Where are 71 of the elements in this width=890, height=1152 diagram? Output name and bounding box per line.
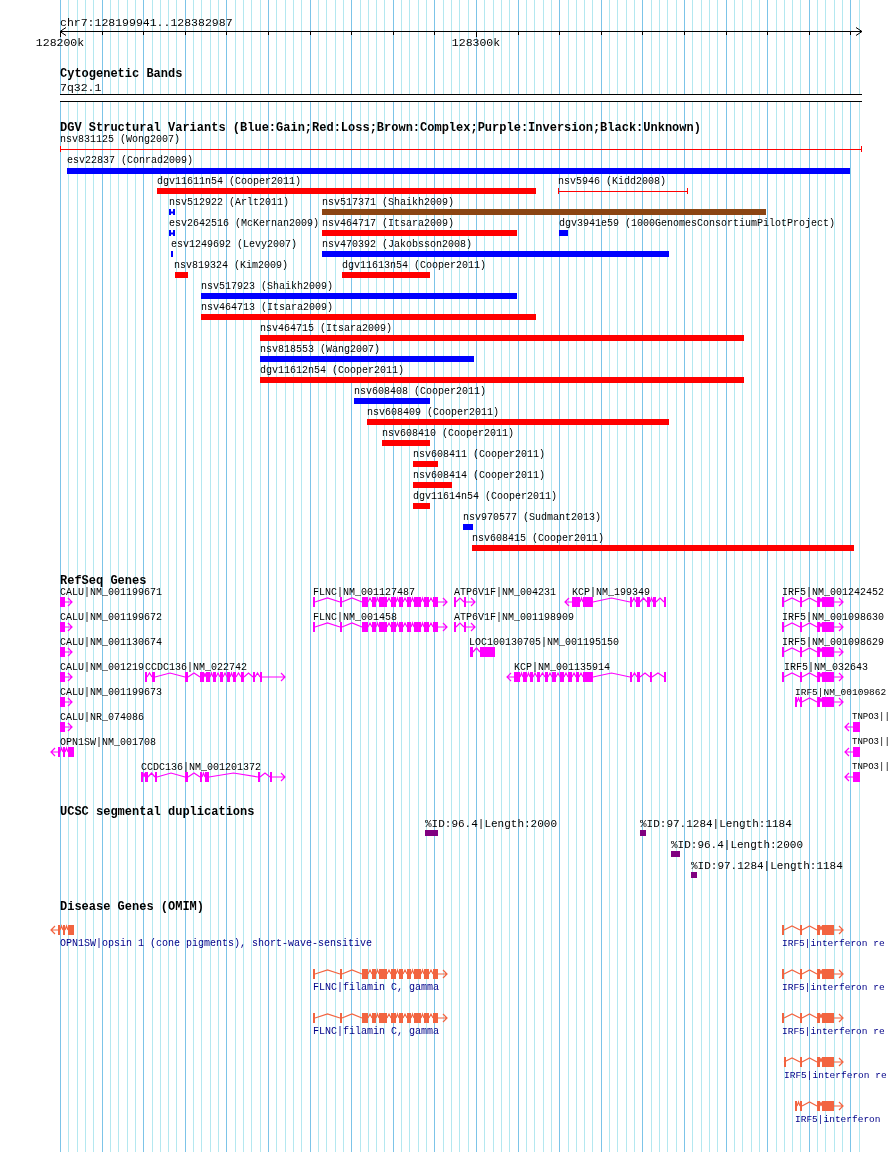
variant-label: dgv11612n54 (Cooper2011) bbox=[260, 366, 405, 376]
variant-label: dgv3941e59 (1000GenomesConsortiumPilotProject) bbox=[559, 219, 836, 229]
gene-label: ATP6V1F|NM_004231 bbox=[454, 588, 557, 598]
band-label: 7q32.1 bbox=[60, 82, 102, 94]
gene-label: KCP|NM_001135914 bbox=[514, 663, 610, 673]
variant-label: esv22837 (Conrad2009) bbox=[67, 156, 194, 166]
disease-gene-label: IRF5|interferon re bbox=[782, 983, 885, 993]
variant-label: nsv608408 (Cooper2011) bbox=[354, 387, 487, 397]
gene-label: LOC100130705|NM_001195150 bbox=[469, 638, 620, 648]
variant-label: nsv608415 (Cooper2011) bbox=[472, 534, 605, 544]
duplication-label: %ID:97.1284|Length:1184 bbox=[691, 861, 843, 872]
axis-label: 128300k bbox=[451, 37, 501, 49]
variant-label: nsv608411 (Cooper2011) bbox=[413, 450, 546, 460]
axis-label: 128200k bbox=[35, 37, 85, 49]
gene-label: TNPO3|| bbox=[852, 713, 890, 722]
gene-label: KCP|NM_199349 bbox=[572, 588, 650, 598]
variant-label: nsv970577 (Sudmant2013) bbox=[463, 513, 602, 523]
disease-gene-label: IRF5|interferon re bbox=[782, 939, 885, 949]
variant-label: nsv517923 (Shaikh2009) bbox=[201, 282, 334, 292]
gene-label: ATP6V1F|NM_001198909 bbox=[454, 613, 575, 623]
track-title: RefSeq Genes bbox=[60, 575, 147, 587]
variant-label: nsv5946 (Kidd2008) bbox=[558, 177, 667, 187]
position-label: chr7:128199941..128382987 bbox=[60, 17, 233, 29]
disease-gene-label: IRF5|interferon re bbox=[784, 1071, 887, 1081]
gene-label: CALU|NM_001199672 bbox=[60, 613, 163, 623]
variant-label: nsv517371 (Shaikh2009) bbox=[322, 198, 455, 208]
gene-label: IRF5|NM_001098630 bbox=[782, 613, 885, 623]
gene-label: CALU|NM_001130674 bbox=[60, 638, 163, 648]
gene-label: CALU|NM_001199671 bbox=[60, 588, 163, 598]
duplication-label: %ID:97.1284|Length:1184 bbox=[640, 819, 792, 830]
variant-label: nsv464717 (Itsara2009) bbox=[322, 219, 455, 229]
track-title: DGV Structural Variants (Blue:Gain;Red:Loss;Brown:Complex;Purple:Inversion;Black:Unknown) bbox=[60, 122, 701, 134]
track-title: Disease Genes (OMIM) bbox=[60, 901, 205, 913]
gene-label: CALU|NM_001219 bbox=[60, 663, 144, 673]
variant-label: nsv818553 (Wang2007) bbox=[260, 345, 381, 355]
gene-label: IRF5|NM_00109862 bbox=[795, 688, 887, 698]
variant-label: nsv608409 (Cooper2011) bbox=[367, 408, 500, 418]
gene-label: TNPO3|| bbox=[852, 738, 890, 747]
gene-label: CALU|NR_074086 bbox=[60, 713, 144, 723]
variant-label: nsv608410 (Cooper2011) bbox=[382, 429, 515, 439]
gene-label: IRF5|NM_001242452 bbox=[782, 588, 885, 598]
variant-label: nsv464715 (Itsara2009) bbox=[260, 324, 393, 334]
gene-label: CCDC136|NM_022742 bbox=[145, 663, 248, 673]
variant-label: dgv11614n54 (Cooper2011) bbox=[413, 492, 558, 502]
gene-label: TNPO3|| bbox=[852, 763, 890, 772]
duplication-label: %ID:96.4|Length:2000 bbox=[671, 840, 804, 851]
disease-gene-label: FLNC|filamin C, gamma bbox=[313, 983, 440, 993]
gene-label: OPN1SW|NM_001708 bbox=[60, 738, 156, 748]
gene-label: IRF5|NM_032643 bbox=[784, 663, 868, 673]
variant-label: nsv470392 (Jakobsson2008) bbox=[322, 240, 473, 250]
disease-gene-label: IRF5|interferon re bbox=[782, 1027, 885, 1037]
variant-label: dgv11613n54 (Cooper2011) bbox=[342, 261, 487, 271]
variant-label: esv2642516 (McKernan2009) bbox=[169, 219, 320, 229]
duplication-label: %ID:96.4|Length:2000 bbox=[425, 819, 558, 830]
variant-label: nsv831125 (Wong2007) bbox=[60, 135, 181, 145]
gene-label: FLNC|NM_001458 bbox=[313, 613, 397, 623]
gene-label: FLNC|NM_001127487 bbox=[313, 588, 416, 598]
variant-label: nsv512922 (Arlt2011) bbox=[169, 198, 290, 208]
gene-label: CALU|NM_001199673 bbox=[60, 688, 163, 698]
disease-gene-label: FLNC|filamin C, gamma bbox=[313, 1027, 440, 1037]
variant-label: nsv464713 (Itsara2009) bbox=[201, 303, 334, 313]
variant-label: dgv11611n54 (Cooper2011) bbox=[157, 177, 302, 187]
variant-label: nsv819324 (Kim2009) bbox=[174, 261, 289, 271]
variant-label: esv1249692 (Levy2007) bbox=[171, 240, 298, 250]
variant-label: nsv608414 (Cooper2011) bbox=[413, 471, 546, 481]
gene-label: IRF5|NM_001098629 bbox=[782, 638, 885, 648]
disease-gene-label: OPN1SW|opsin 1 (cone pigments), short-wave-sensitive bbox=[60, 939, 373, 949]
disease-gene-label: IRF5|interferon bbox=[795, 1115, 881, 1125]
gene-label: CCDC136|NM_001201372 bbox=[141, 763, 262, 773]
track-title: Cytogenetic Bands bbox=[60, 68, 183, 80]
track-title: UCSC segmental duplications bbox=[60, 806, 255, 818]
